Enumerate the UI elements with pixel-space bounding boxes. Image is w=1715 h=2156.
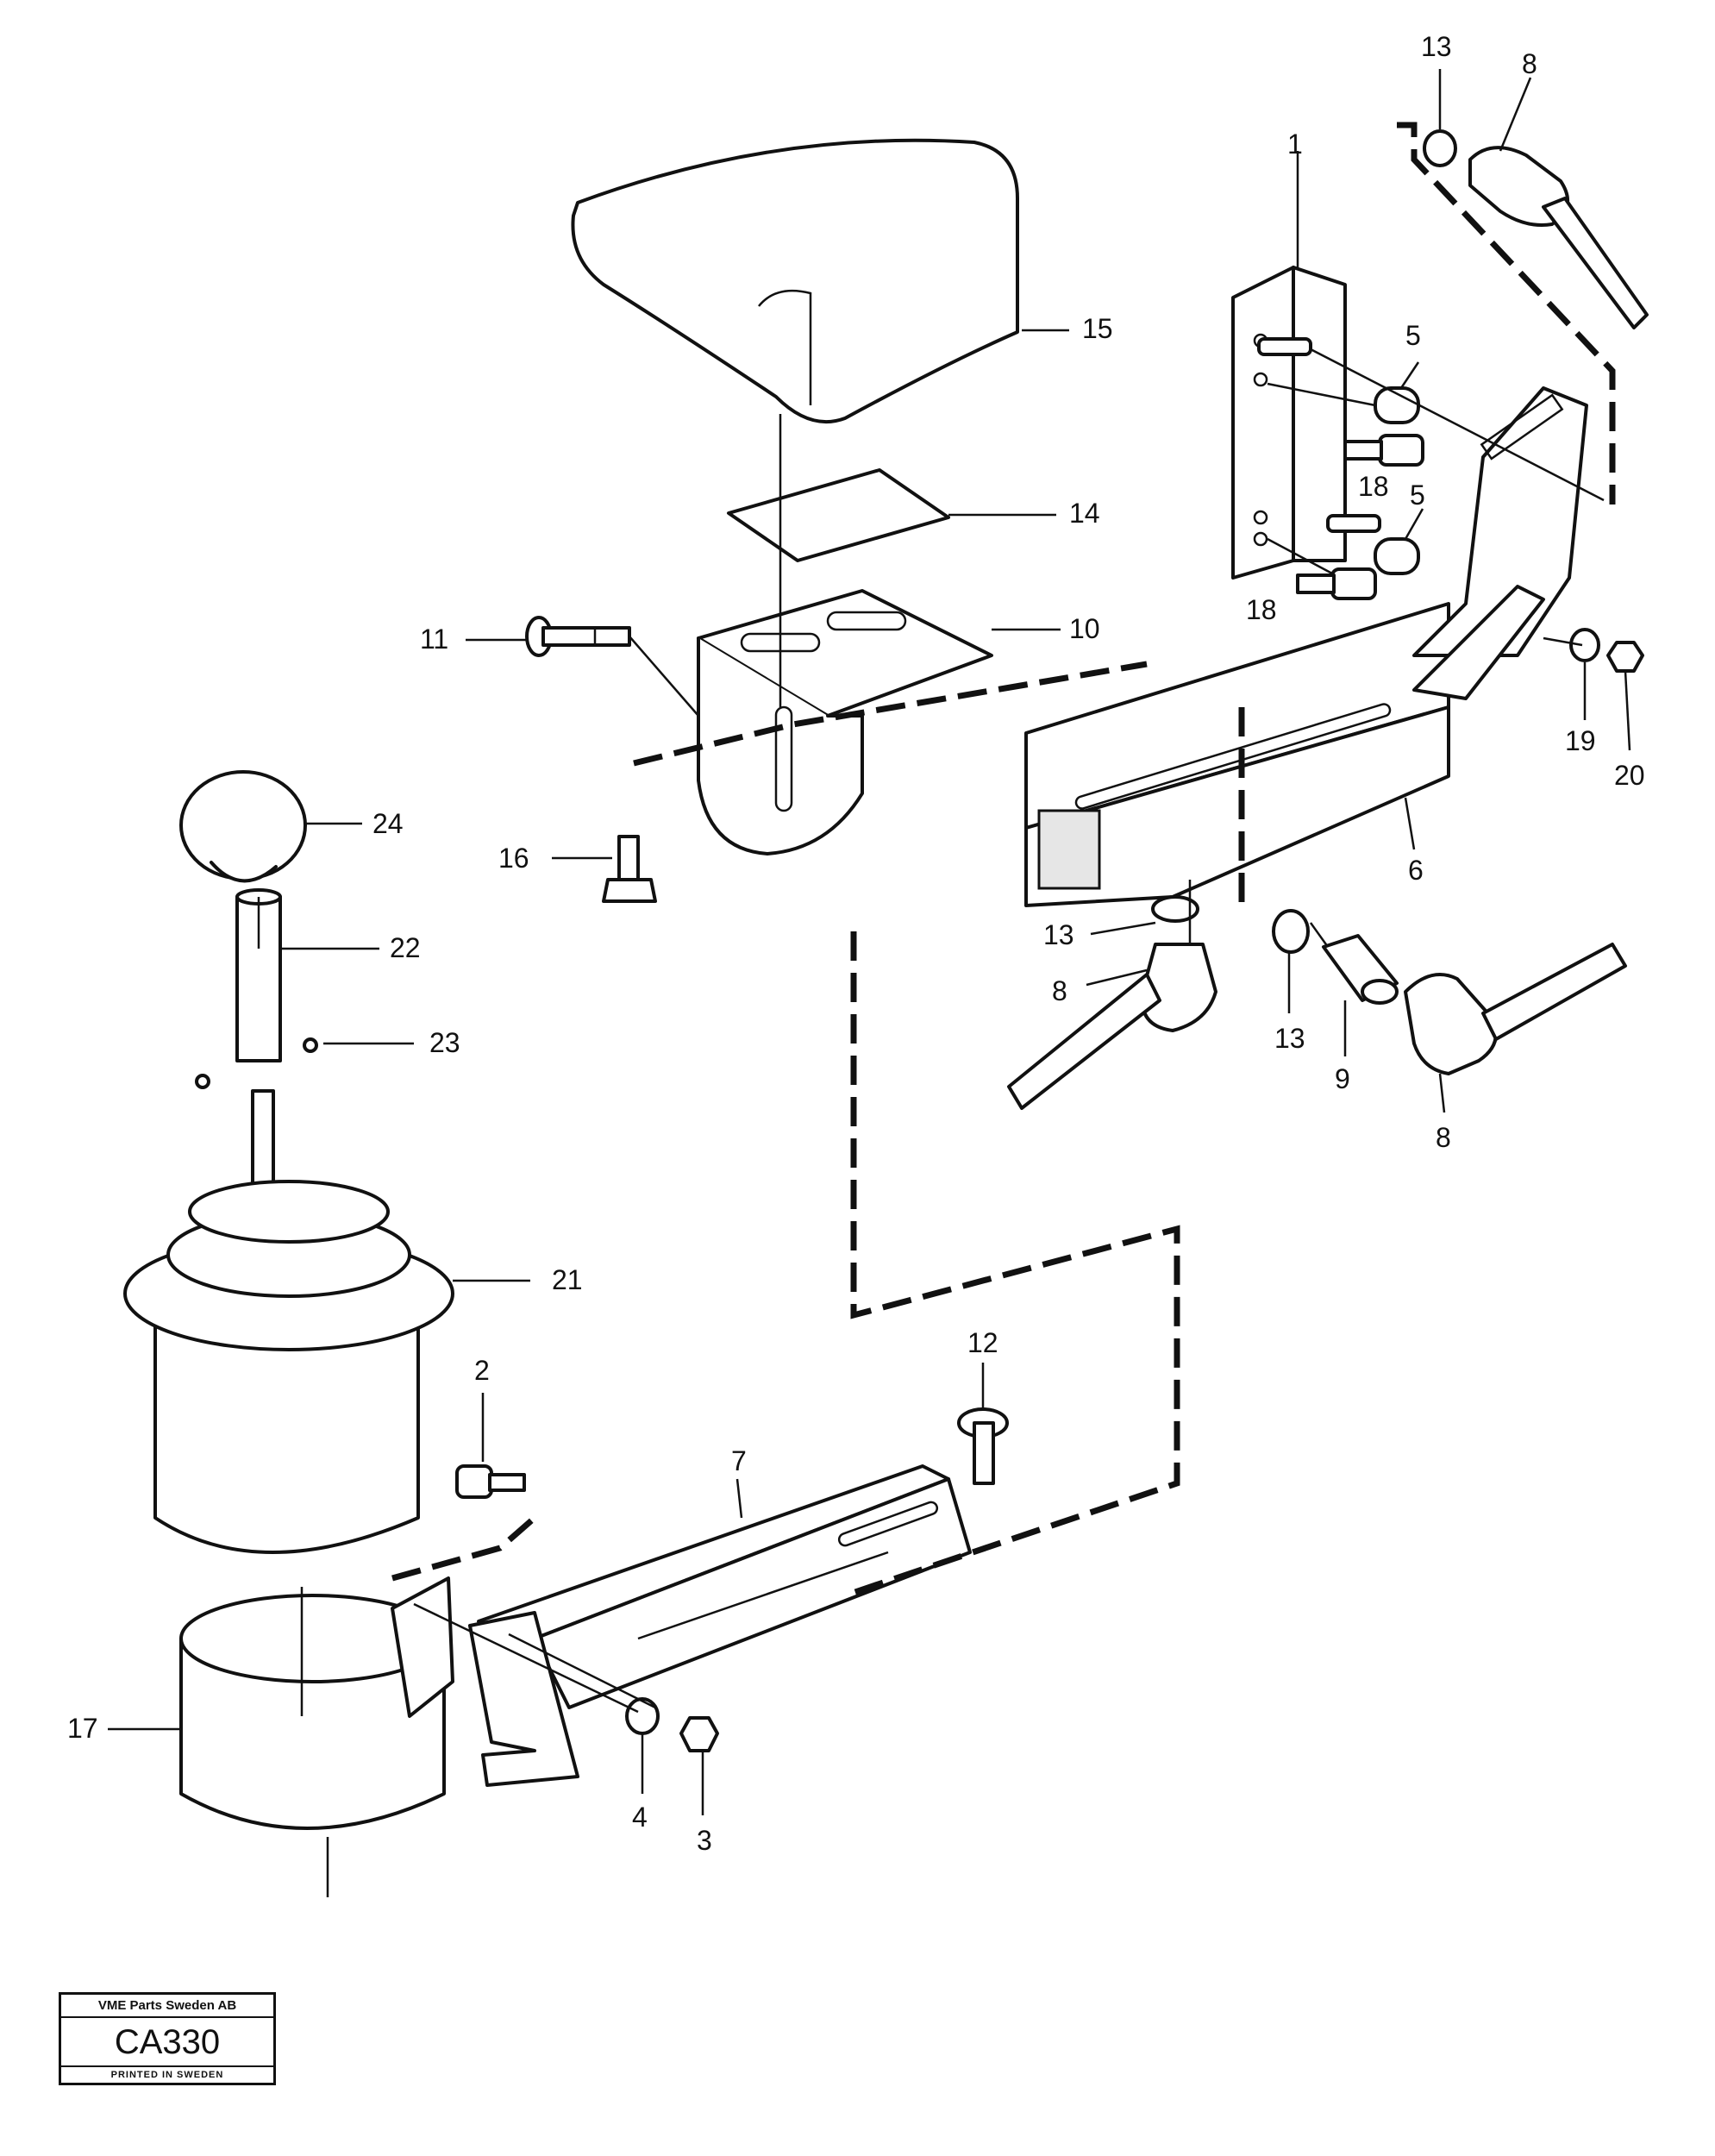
- lever-8c: [1404, 943, 1627, 1075]
- washer-13b: [1151, 895, 1199, 923]
- callout-5a: 5: [1405, 320, 1421, 351]
- washer-13c: [1272, 909, 1310, 954]
- dash-line-arm: [843, 931, 1180, 1599]
- bolt-18a: [1343, 434, 1424, 467]
- washer-4: [625, 1697, 660, 1735]
- spacer-plate: [727, 468, 950, 562]
- seat-bracket: [697, 589, 993, 856]
- washer-13a: [1423, 129, 1457, 167]
- callout-8a: 8: [1522, 48, 1537, 79]
- screw-23a: [195, 1074, 210, 1089]
- callout-14: 14: [1069, 498, 1100, 529]
- callout-13a: 13: [1421, 31, 1452, 62]
- armrest-cushion: [571, 138, 1019, 424]
- callout-21: 21: [552, 1264, 583, 1295]
- mounting-plate: [1231, 266, 1347, 580]
- callout-23: 23: [429, 1027, 460, 1058]
- callout-18b: 18: [1246, 594, 1277, 625]
- stamp-printed: PRINTED IN SWEDEN: [110, 2070, 224, 2080]
- dash-line-knob: [1397, 122, 1616, 505]
- arm-bracket: [1024, 386, 1588, 907]
- callout-17: 17: [67, 1713, 98, 1744]
- clamp-ring: [179, 1576, 454, 1830]
- callout-20: 20: [1614, 760, 1645, 791]
- callout-12: 12: [967, 1327, 998, 1358]
- bolt-2: [455, 1464, 526, 1499]
- stud-lower: [1326, 514, 1381, 533]
- callout-3: 3: [697, 1825, 712, 1856]
- assembly-lines: [300, 348, 1605, 1897]
- spacer-5b: [1374, 537, 1420, 575]
- callout-9: 9: [1335, 1063, 1350, 1094]
- stamp-code: CA330: [61, 2018, 273, 2067]
- callout-11: 11: [420, 624, 448, 655]
- callout-8b: 8: [1052, 975, 1067, 1006]
- dash-line-clamp: [391, 1515, 537, 1582]
- spacer-9: [1322, 934, 1399, 1005]
- callout-22: 22: [390, 932, 421, 963]
- callout-4: 4: [632, 1802, 648, 1833]
- callout-15: 15: [1082, 313, 1113, 344]
- callout-19: 19: [1565, 725, 1596, 756]
- callout-7: 7: [731, 1445, 747, 1476]
- shaft-sleeve: [235, 888, 282, 1062]
- callout-8c: 8: [1436, 1122, 1451, 1153]
- stamp-company: VME Parts Sweden AB: [61, 1995, 273, 2018]
- callout-13c: 13: [1274, 1023, 1305, 1054]
- gear-knob: [179, 770, 307, 883]
- callout-5b: 5: [1410, 479, 1425, 511]
- callout-24: 24: [372, 808, 404, 839]
- callout-6: 6: [1408, 855, 1424, 886]
- nut-3: [679, 1716, 719, 1752]
- dash-line-bracket: [633, 661, 1148, 767]
- lever-8b: [1007, 943, 1217, 1110]
- leader-lines: [108, 69, 1631, 1815]
- control-unit: [123, 1180, 454, 1554]
- screw-23b: [303, 1037, 318, 1053]
- carriage-bolt-12: [957, 1407, 1009, 1485]
- lever-8a: [1468, 146, 1649, 329]
- callout-18a: 18: [1358, 471, 1389, 502]
- callout-16: 16: [498, 843, 529, 874]
- lower-bracket: [468, 1464, 972, 1787]
- stud-upper: [1257, 337, 1312, 356]
- drawing-stamp: VME Parts Sweden AB CA330 PRINTED IN SWE…: [59, 1992, 276, 2085]
- bolt-18b: [1296, 567, 1377, 600]
- washer-19: [1569, 628, 1600, 662]
- bolt-16: [602, 835, 657, 903]
- callout-13b: 13: [1043, 919, 1074, 950]
- nut-20: [1606, 641, 1644, 673]
- bolt-11: [525, 616, 631, 657]
- callout-10: 10: [1069, 613, 1100, 644]
- callout-2: 2: [474, 1355, 490, 1386]
- callout-1: 1: [1287, 128, 1303, 160]
